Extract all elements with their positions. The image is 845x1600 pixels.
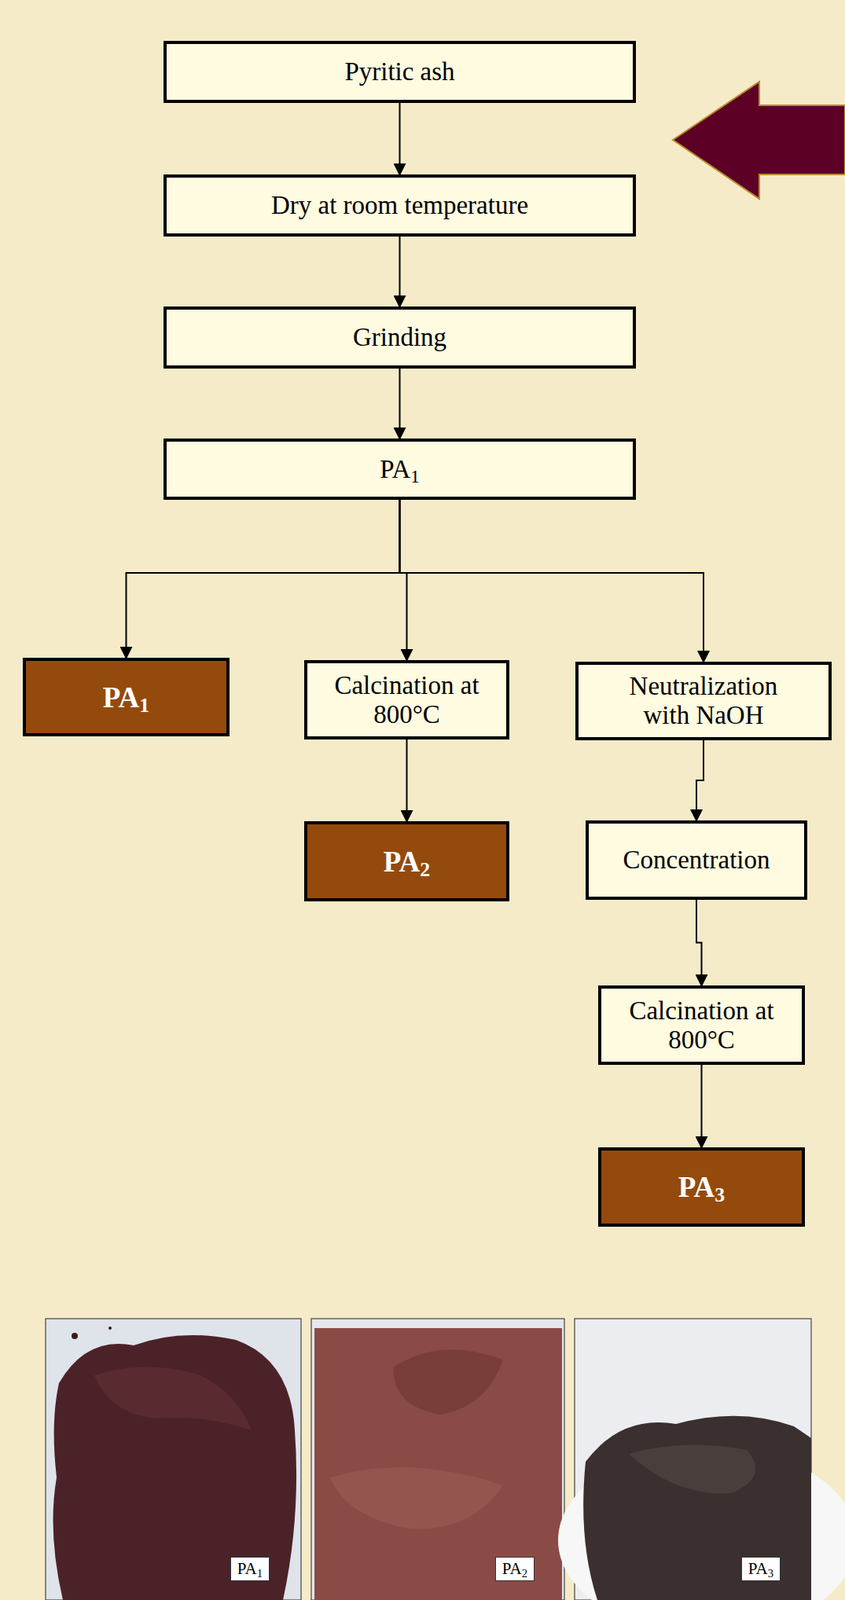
process-box: Calcination at 800°C — [304, 660, 510, 740]
result-box: PA3 — [598, 1147, 805, 1228]
flow-arrow — [399, 368, 401, 439]
sample-photo — [558, 1318, 845, 1600]
box-text: PA3 — [678, 1170, 726, 1205]
process-box: Grinding — [163, 306, 636, 369]
flow-arrow — [126, 499, 401, 658]
result-box: PA1 — [22, 657, 230, 737]
flow-arrow — [406, 739, 408, 822]
box-text: PA1 — [102, 680, 151, 715]
process-box: Concentration — [585, 820, 808, 901]
flow-arrow — [701, 1065, 703, 1148]
pointer-arrow — [672, 81, 845, 199]
flow-arrow — [399, 236, 401, 307]
flow-arrow — [696, 740, 704, 821]
sample-photo — [311, 1318, 565, 1600]
process-box: PA1 — [163, 438, 636, 500]
photo-label: PA1 — [230, 1557, 270, 1582]
photo-label: PA3 — [741, 1557, 781, 1582]
box-text: Grinding — [352, 323, 447, 353]
process-box: Pyritic ash — [163, 40, 636, 103]
process-box: Neutralization with NaOH — [575, 661, 832, 741]
box-text: Pyritic ash — [344, 57, 455, 87]
process-box: Dry at room temperature — [163, 174, 636, 237]
box-text: PA1 — [379, 455, 420, 485]
box-text: Calcination at 800°C — [318, 671, 496, 730]
box-text: PA2 — [383, 845, 431, 879]
result-box: PA2 — [304, 821, 510, 902]
box-text: Calcination at 800°C — [612, 996, 791, 1055]
flow-arrow — [399, 102, 401, 175]
box-text: Neutralization with NaOH — [609, 672, 798, 731]
sample-photo — [45, 1318, 302, 1600]
photo-label: PA2 — [495, 1557, 535, 1582]
process-box: Calcination at 800°C — [598, 985, 805, 1066]
flow-arrow — [696, 900, 702, 986]
flow-arrow — [400, 499, 408, 661]
box-text: Concentration — [623, 845, 771, 875]
box-text: Dry at room temperature — [271, 191, 529, 221]
flow-arrow — [400, 499, 705, 662]
